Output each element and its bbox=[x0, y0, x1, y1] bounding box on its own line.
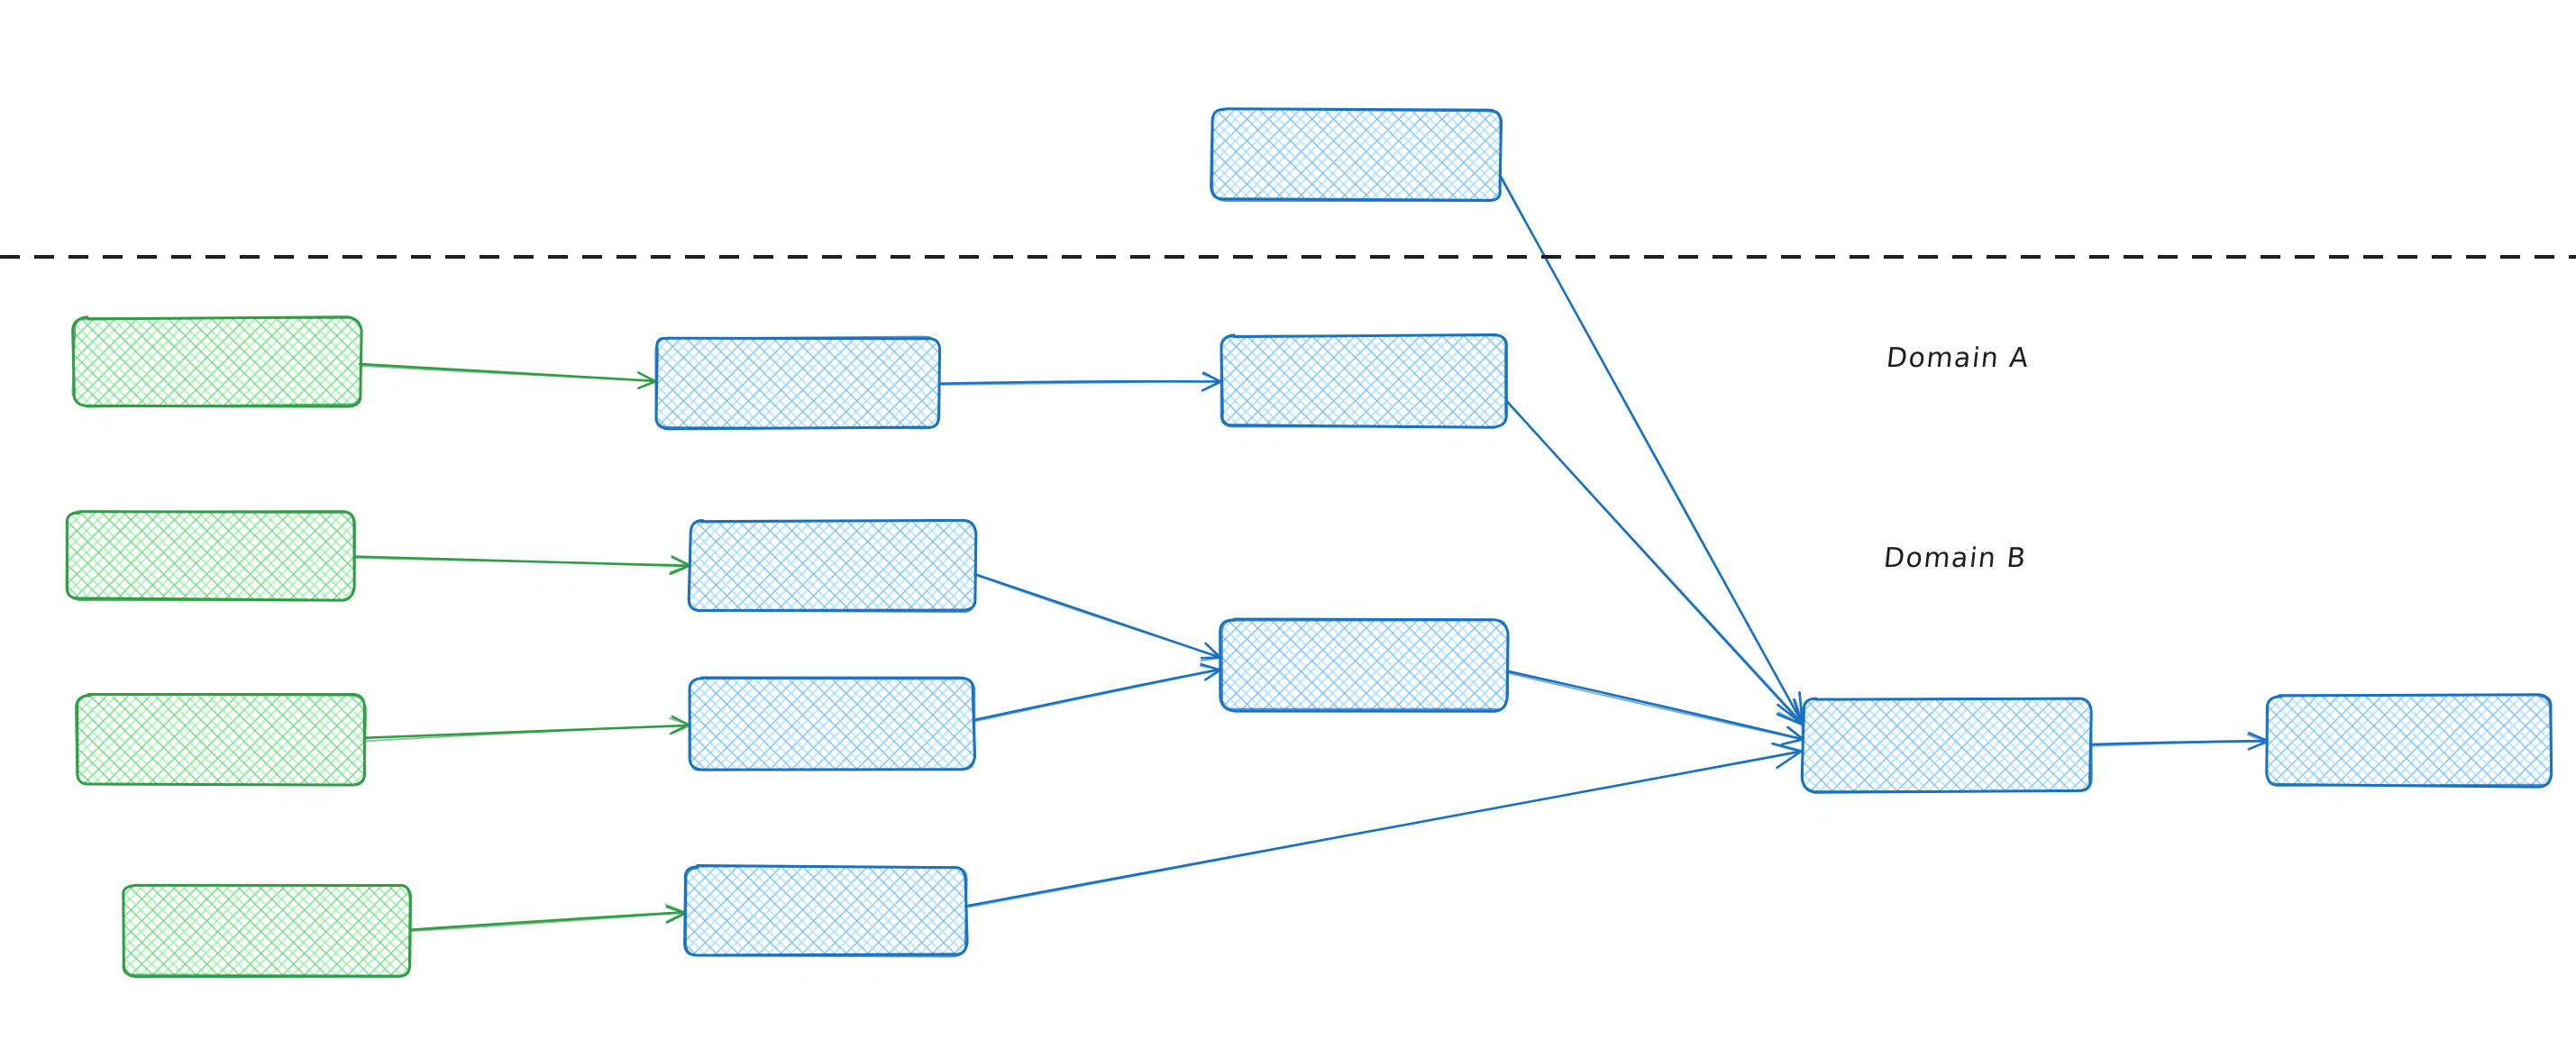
node-b-join[interactable] bbox=[1219, 617, 1510, 713]
node-outline bbox=[689, 677, 976, 771]
node-fill bbox=[656, 338, 939, 428]
edge-shaft bbox=[359, 365, 654, 382]
node-b-src1[interactable] bbox=[65, 509, 357, 602]
domain-a-label: Domain A bbox=[1885, 342, 2032, 374]
node-fill bbox=[685, 867, 966, 955]
node-outline bbox=[122, 884, 413, 977]
edge-shaft bbox=[408, 912, 683, 933]
node-outline bbox=[683, 864, 969, 957]
edge-b-src3-to-b-mid3[interactable] bbox=[408, 903, 687, 933]
edge-arrowhead bbox=[664, 903, 686, 914]
node-fill bbox=[68, 512, 354, 599]
node-a-mid[interactable] bbox=[654, 335, 942, 431]
edge-shaft bbox=[352, 557, 687, 566]
edge-b-mid1-to-b-join[interactable] bbox=[973, 572, 1223, 661]
node-fill bbox=[1803, 698, 2091, 791]
node-outline bbox=[74, 693, 368, 786]
edge-shaft bbox=[2089, 739, 2265, 746]
edge-arrowhead bbox=[1200, 656, 1223, 661]
edge-arrowhead bbox=[1201, 373, 1222, 383]
node-outline bbox=[1219, 334, 1509, 428]
edge-b-mid2-to-b-join[interactable] bbox=[971, 662, 1223, 723]
node-outline bbox=[2265, 694, 2553, 787]
edge-shaft bbox=[1501, 176, 1803, 722]
edge-arrowhead bbox=[665, 911, 686, 923]
edge-b-src2-to-b-mid2[interactable] bbox=[362, 715, 692, 743]
node-outline bbox=[688, 519, 978, 613]
node-outline bbox=[65, 509, 357, 602]
edge-b-join-to-b-merge[interactable] bbox=[1505, 670, 1804, 746]
node-fill bbox=[77, 696, 365, 784]
node-b-mid3[interactable] bbox=[683, 864, 969, 958]
node-b-final[interactable] bbox=[2265, 693, 2553, 789]
edge-arrowhead bbox=[1200, 665, 1223, 670]
node-fill bbox=[74, 318, 361, 406]
node-fill bbox=[123, 885, 410, 976]
node-b-merge[interactable] bbox=[1800, 697, 2093, 794]
node-fill bbox=[690, 521, 975, 611]
edge-arrowhead bbox=[665, 911, 687, 924]
edge-arrowhead bbox=[669, 717, 690, 725]
edge-arrowhead bbox=[2249, 740, 2269, 751]
edge-b-merge-to-b-final[interactable] bbox=[2089, 732, 2269, 751]
edge-arrowhead bbox=[637, 380, 658, 389]
node-b-src3[interactable] bbox=[122, 883, 413, 979]
edge-shaft bbox=[363, 725, 687, 743]
edge-shaft bbox=[965, 750, 1800, 908]
edge-arrowhead bbox=[1772, 743, 1804, 752]
node-b-mid1[interactable] bbox=[687, 518, 978, 613]
edge-shaft bbox=[973, 668, 1219, 722]
edge-shaft bbox=[974, 574, 1219, 658]
edge-arrowhead bbox=[1782, 738, 1804, 745]
edge-b-mid3-to-b-merge[interactable] bbox=[964, 742, 1804, 908]
edge-shaft bbox=[2089, 741, 2264, 747]
edge-a-mid-to-a-right[interactable] bbox=[937, 371, 1222, 392]
edge-arrowhead bbox=[1203, 379, 1222, 391]
domain-b-label: Domain B bbox=[1882, 543, 2029, 574]
edge-a-right-to-b-merge[interactable] bbox=[1505, 400, 1804, 726]
node-b-mid2[interactable] bbox=[688, 676, 977, 771]
edge-arrowhead bbox=[1777, 711, 1804, 725]
edge-arrowhead bbox=[1786, 725, 1804, 741]
edge-b-src1-to-b-mid1[interactable] bbox=[352, 554, 691, 576]
edge-arrowhead bbox=[2247, 732, 2269, 743]
node-a-top[interactable] bbox=[1210, 107, 1503, 203]
edge-shaft bbox=[938, 380, 1219, 386]
node-a-src[interactable] bbox=[71, 315, 363, 408]
edge-shaft bbox=[971, 670, 1219, 723]
edge-arrowhead bbox=[672, 725, 691, 734]
node-outline bbox=[1801, 697, 2093, 793]
node-outline bbox=[1211, 107, 1502, 203]
edge-shaft bbox=[409, 911, 684, 931]
node-fill bbox=[1212, 110, 1501, 200]
edge-arrowhead bbox=[670, 554, 691, 566]
node-fill bbox=[690, 678, 973, 771]
node-fill bbox=[1221, 620, 1507, 710]
edge-arrowhead bbox=[2246, 734, 2268, 743]
node-a-right[interactable] bbox=[1219, 333, 1509, 429]
edge-arrowhead bbox=[1204, 669, 1222, 681]
node-fill bbox=[2267, 696, 2551, 786]
edge-arrowhead bbox=[1776, 749, 1804, 770]
edge-shaft bbox=[1505, 670, 1801, 740]
node-outline bbox=[684, 865, 968, 958]
edge-arrowhead bbox=[1793, 698, 1804, 725]
edge-a-src-to-a-mid[interactable] bbox=[358, 362, 658, 390]
node-outline bbox=[654, 335, 942, 430]
edge-shaft bbox=[1505, 671, 1801, 740]
edge-arrowhead bbox=[637, 372, 658, 383]
node-outline bbox=[1220, 619, 1509, 711]
node-b-src2[interactable] bbox=[74, 692, 368, 787]
node-fill bbox=[1221, 336, 1507, 426]
edge-arrowhead bbox=[669, 564, 691, 573]
node-outline bbox=[71, 316, 362, 408]
edge-shaft bbox=[1506, 402, 1802, 722]
